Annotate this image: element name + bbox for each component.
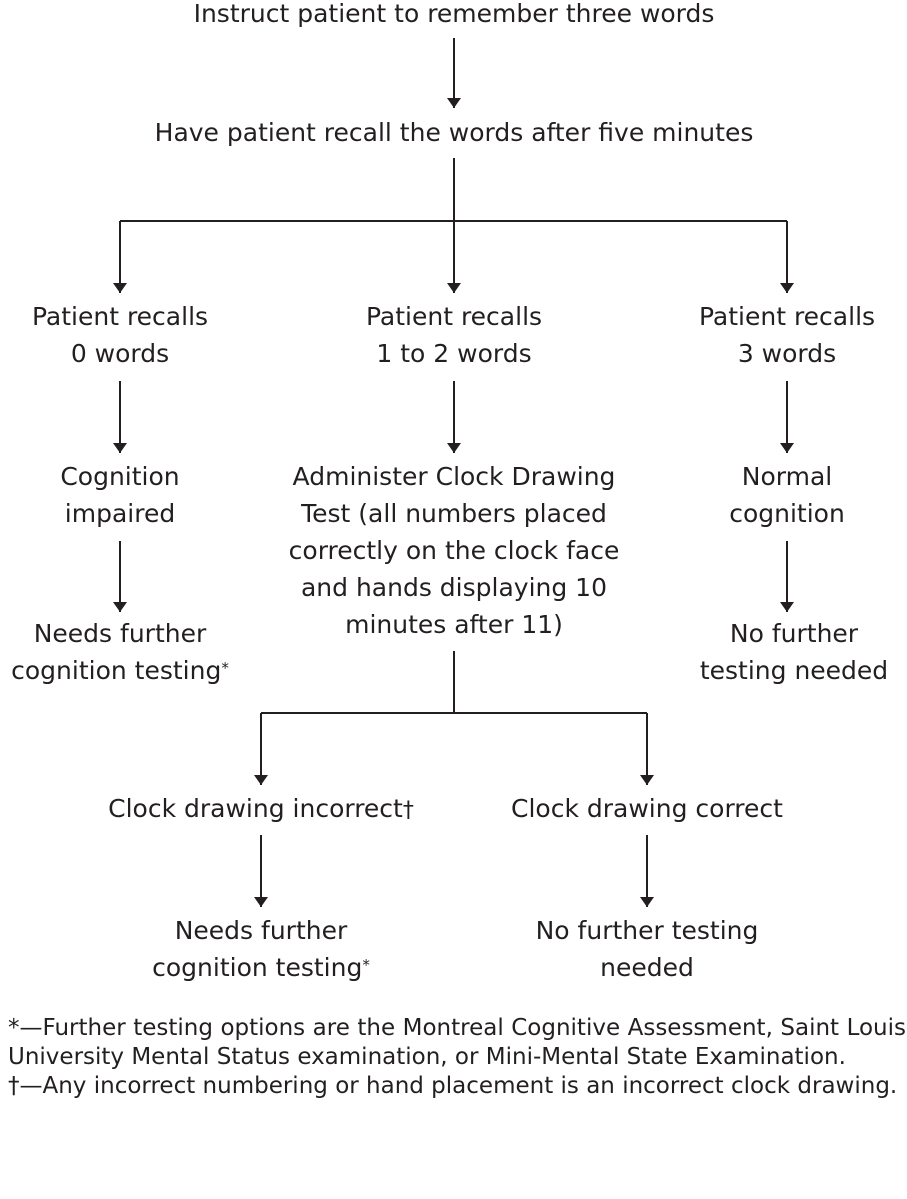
node-needs-further-left: Needs further cognition testing* (11, 619, 229, 685)
node-cognition-impaired: Cognition impaired (60, 462, 180, 528)
node-clock-incorrect: Clock drawing incorrect† (108, 794, 414, 823)
asterisk-mark: * (362, 956, 370, 974)
node-start: Instruct patient to remember three words (193, 0, 715, 28)
node-recall-0: Patient recalls 0 words (31, 302, 209, 368)
node-no-further-bottom: No further testing needed (535, 916, 759, 982)
node-normal-cognition: Normal cognition (729, 462, 845, 528)
node-recall-1-2: Patient recalls 1 to 2 words (365, 302, 543, 368)
node-recall: Have patient recall the words after five… (154, 118, 754, 147)
node-needs-further-bottom: Needs further cognition testing* (152, 916, 370, 982)
dagger-mark: † (402, 798, 414, 823)
footnote-dagger: †—Any incorrect numbering or hand placem… (8, 1073, 898, 1099)
node-clock-correct: Clock drawing correct (511, 794, 783, 823)
node-clock-test: Administer Clock Drawing Test (all numbe… (288, 462, 620, 639)
node-no-further-right: No further testing needed (699, 619, 889, 685)
footnote-asterisk: *—Further testing options are the Montre… (8, 1015, 906, 1070)
asterisk-mark: * (221, 659, 229, 677)
node-recall-3: Patient recalls 3 words (698, 302, 876, 368)
footnotes: *—Further testing options are the Montre… (8, 1014, 906, 1101)
